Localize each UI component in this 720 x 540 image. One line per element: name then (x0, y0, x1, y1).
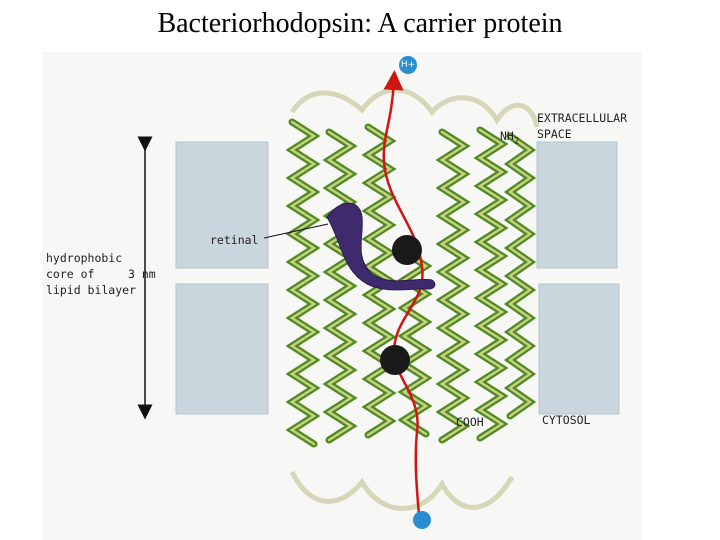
proton-top-dot: H+ (399, 56, 417, 74)
membrane-block-left-upper (175, 141, 269, 269)
cytosol-label: CYTOSOL (542, 413, 591, 427)
membrane-block-left-lower (175, 283, 269, 415)
retinal-label: retinal (210, 233, 259, 247)
proton-label: H+ (400, 60, 416, 70)
bacteriorhodopsin-figure: H+ NH2 EXTRACELLULAR SPACE retinal hydro… (42, 52, 642, 540)
helix-5 (473, 126, 509, 442)
helix-6 (503, 132, 537, 420)
proton-path (382, 70, 424, 528)
protein-diagram (137, 70, 620, 529)
extracellular-space-label: EXTRACELLULAR SPACE (537, 111, 628, 141)
bottom-loops (289, 470, 515, 511)
top-loops (289, 87, 540, 128)
cooh-label: COOH (456, 415, 484, 429)
retinal-molecule (326, 202, 436, 291)
thickness-label: 3 nm (128, 267, 156, 281)
membrane-block-right-lower (538, 283, 620, 415)
proton-bottom-dot (413, 511, 431, 529)
helix-2 (322, 128, 358, 444)
slide-title: Bacteriorhodopsin: A carrier protein (157, 8, 563, 39)
nh2-label: NH2 (500, 129, 520, 147)
membrane-block-right-upper (536, 141, 618, 269)
helix-4 (435, 128, 471, 444)
helix-1 (285, 118, 321, 448)
sphere-lower (380, 345, 410, 375)
sphere-upper (392, 235, 422, 265)
hydrophobic-core-label: hydrophobic core of lipid bilayer (46, 251, 137, 297)
retinal-pointer (263, 223, 329, 239)
